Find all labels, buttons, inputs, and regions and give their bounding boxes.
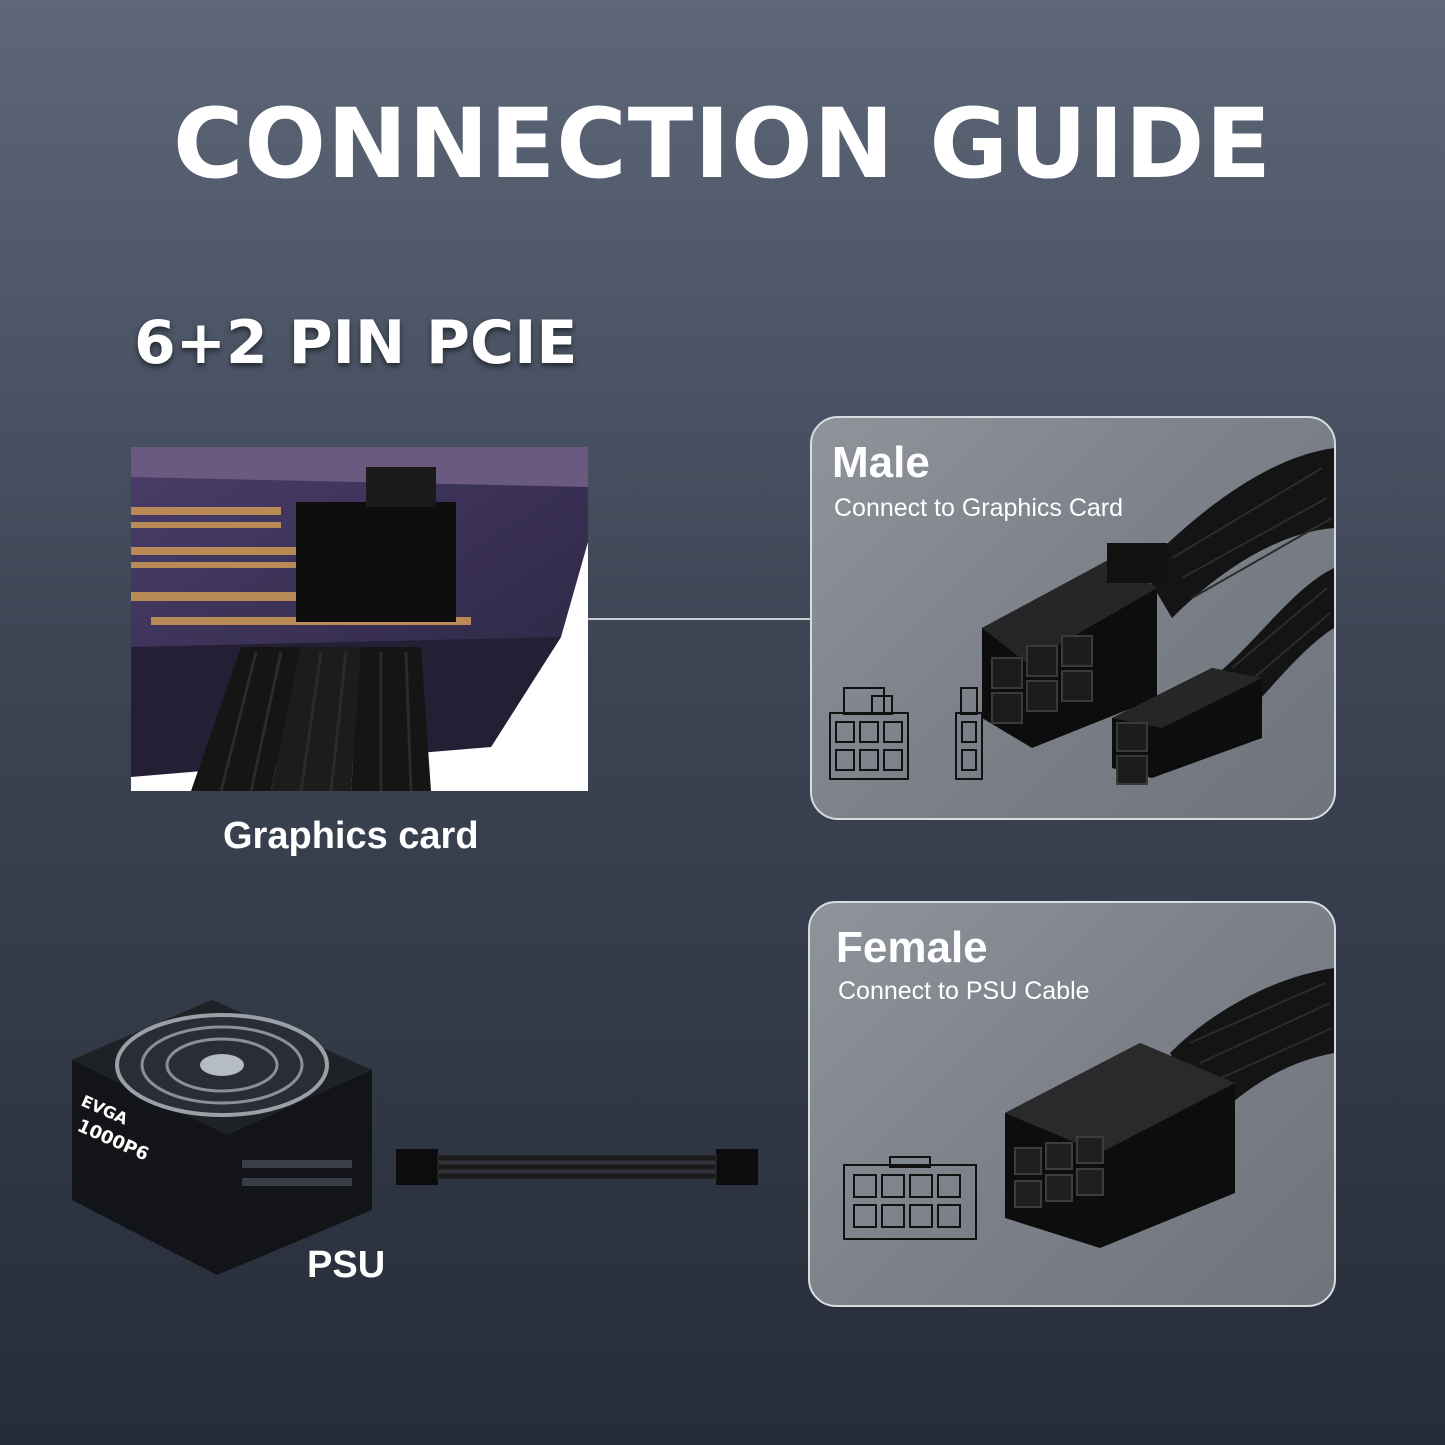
male-connector-illustration	[829, 448, 1334, 785]
psu-caption: PSU	[307, 1244, 386, 1286]
page-title: CONNECTION GUIDE	[172, 88, 1273, 200]
cable-illustration	[396, 1149, 758, 1185]
section-title: 6+2 PIN PCIE	[134, 308, 578, 378]
graphics-card-photo	[131, 447, 588, 791]
male-connector-card: Male Connect to Graphics Card	[810, 416, 1336, 820]
extension-cable	[396, 1145, 758, 1191]
female-subtitle: Connect to PSU Cable	[838, 977, 1090, 1005]
male-subtitle: Connect to Graphics Card	[834, 494, 1124, 522]
female-title: Female	[836, 923, 988, 972]
female-connector-card: Female Connect to PSU Cable	[808, 901, 1336, 1307]
female-connector-illustration	[843, 968, 1334, 1248]
psu-image: EVGA 1000P6	[62, 1000, 382, 1280]
connection-line	[588, 618, 810, 620]
graphics-card-caption: Graphics card	[223, 815, 479, 857]
male-title: Male	[832, 438, 930, 487]
graphics-card-illustration	[131, 447, 588, 791]
psu-illustration: EVGA 1000P6	[72, 1000, 372, 1275]
